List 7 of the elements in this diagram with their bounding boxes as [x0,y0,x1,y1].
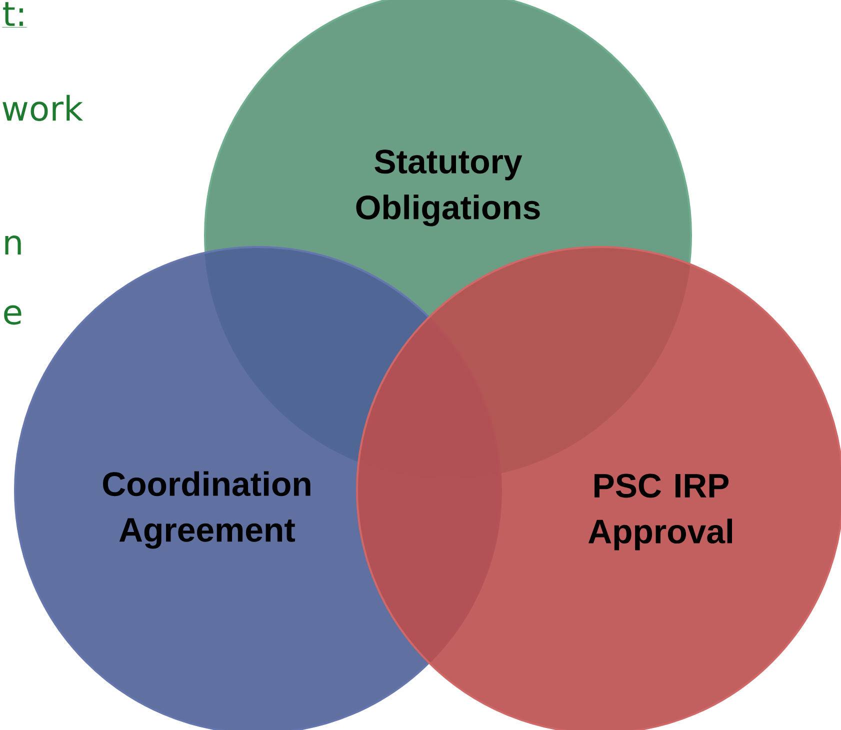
cut-text: n [5,236,21,254]
cut-text: t: [2,2,28,28]
circle-label: PSC IRP Approval [588,474,732,550]
cut-text: work [2,94,84,122]
circle-label: Coordination Agreement [103,471,310,549]
cut-text: e [4,305,22,325]
circle-label: Statutory Obligations [356,150,540,226]
